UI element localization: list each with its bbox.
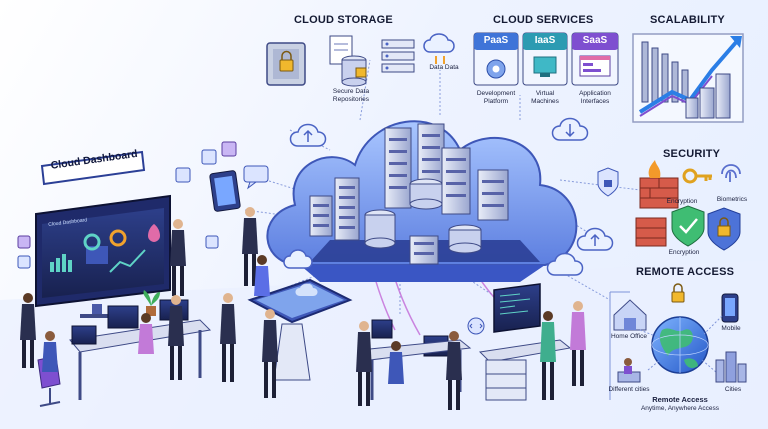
iaas-card [522,32,568,86]
person [170,219,186,296]
server-rack [477,169,509,221]
paas-badge: PaaS [483,35,509,46]
biometrics-label: Biometrics [716,196,748,203]
remote-connection-lines [639,315,723,373]
machines-label: Machines [531,98,559,105]
city-buildings-icon [715,351,747,383]
server-box [409,235,439,265]
platform-label: Platform [483,98,509,105]
chat-bubble-icon [243,165,269,190]
saas-badge: SaaS [582,35,608,46]
tablet-device [209,170,241,212]
development-label: Development [476,90,516,97]
person [540,311,556,400]
different-cities-label: Different cities [608,386,650,393]
safe-lock-icon [266,42,306,86]
fingerprint-icon [721,164,741,182]
shield-lock-icon [597,167,619,197]
person [168,295,184,380]
app-icons [17,141,237,269]
person [356,321,372,406]
remote-access-frame [609,291,630,400]
paas-card [473,32,519,86]
application-label: Application [579,90,611,97]
virtual-label: Virtual [535,90,555,97]
database-cylinder [364,209,396,249]
person [254,255,270,296]
scalability-chart [632,33,744,123]
person [20,293,36,368]
padlock-icon [671,283,685,303]
cloud-services-heading: CLOUD SERVICES [493,14,594,26]
encryption-label: Encryption [666,198,698,205]
cities-label: Cities [724,386,742,393]
cloud-transfer-icon [423,33,455,64]
database-cylinder [409,178,443,210]
mobile-phone-icon [721,293,739,323]
potted-plant [143,290,160,316]
repositories-label: Repositories [332,96,370,103]
person [220,293,236,382]
mobile-label: Mobile [721,325,741,332]
code-icon [467,317,485,335]
interactive-kiosk [247,278,353,381]
server-stack-icon [381,39,415,73]
secure-data-label: Secure Data [332,88,370,95]
server-rack [384,127,412,209]
home-icon [613,299,647,331]
people-group [20,207,586,410]
shield-check-icon [671,205,705,247]
server-rack [334,177,360,241]
firewall-icon [639,160,679,209]
home-office-label: Home Office [610,333,647,340]
firewall-icon [635,217,667,247]
person [262,309,278,398]
iaas-badge: IaaS [534,35,556,46]
encryption-label-2: Encryption [668,249,700,256]
cloud-storage-heading: CLOUD STORAGE [294,14,393,26]
shield-lock-icon [707,207,741,251]
globe-icon [651,316,709,374]
database-cylinder [448,224,482,254]
person [388,341,404,384]
remote-access-footer-title: Remote Access [652,395,708,404]
person [242,207,258,286]
person [138,313,154,354]
cloud-upload-icon [576,227,614,251]
data-data-label: Data Data [429,64,459,71]
person [570,301,586,386]
cloud-sync-icon [546,252,584,276]
person [42,331,58,372]
key-icon [682,168,712,184]
person-at-desk-icon [617,358,641,383]
security-heading: SECURITY [663,148,721,160]
person [446,331,462,410]
cloud-upload-icon [289,123,327,147]
document-database-icon [329,35,367,87]
dashboard-sign [40,150,146,186]
saas-card [571,32,619,86]
dashboard-monitor [35,194,171,318]
server-rack-group [309,123,509,265]
server-rack [309,195,333,237]
scalability-heading: SCALABILITY [650,14,725,26]
server-rack [441,147,471,215]
interfaces-label: Interfaces [580,98,610,105]
remote-access-footer-subtitle: Anytime, Anywhere Access [640,405,720,412]
cloud-download-icon [551,117,589,141]
remote-access-heading: REMOTE ACCESS [636,266,735,278]
cloud-icon [283,249,313,269]
